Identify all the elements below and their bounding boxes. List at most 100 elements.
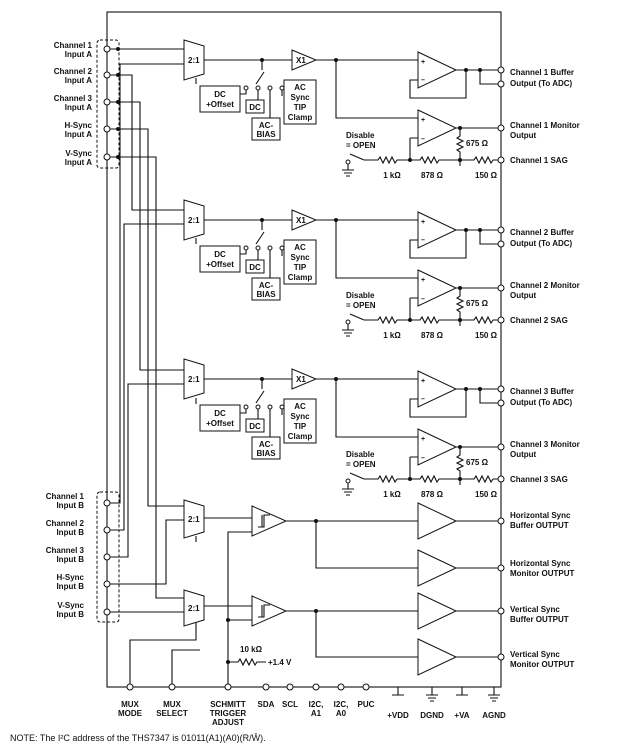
svg-text:+: + (421, 59, 425, 66)
pin-ch2-a (103, 71, 111, 79)
hsync-monitor-line2: Monitor OUTPUT (510, 569, 575, 578)
pin-i2c-a0-line2: A0 (336, 709, 347, 718)
vsync-monitor-pin (497, 653, 505, 661)
pin-ch3-a (103, 98, 111, 106)
ch1-dc-offset-line1: DC (214, 90, 226, 99)
input-b-4-line2: Input B (56, 582, 84, 591)
hsync-buffer-line2: Buffer OUTPUT (510, 521, 569, 530)
bottom-pins (126, 683, 500, 702)
ch1-dc-label: DC (249, 103, 261, 112)
hsync-monitor-line1: Horizontal Sync (510, 559, 571, 568)
pin-mux-select-line2: SELECT (156, 709, 188, 718)
input-b-wires (110, 63, 184, 613)
pin-mux-select-line1: MUX (163, 700, 181, 709)
ch1-buffer-pin (497, 66, 505, 74)
input-a-2-line1: Channel 2 (54, 67, 93, 76)
ch1-r3-label: 675 Ω (466, 139, 489, 148)
vsync-buffer-line2: Buffer OUTPUT (510, 615, 569, 624)
input-a-2-line2: Input A (65, 76, 92, 85)
hsync-mux-label: 2:1 (188, 515, 200, 524)
pull-resistor-label: 10 kΩ (240, 645, 263, 654)
ch1-monitor-amp (417, 109, 458, 147)
pin-schmitt-line1: SCHMITT (210, 700, 246, 709)
ch1-ac-bias-box (251, 117, 281, 141)
ch1-buffer-line1: Channel 1 Buffer (510, 68, 574, 77)
channel-1-block: 2:1 DC +Offset DC AC- BIAS AC Sync TIP C… (183, 39, 580, 180)
input-a-4-line2: Input A (65, 130, 92, 139)
input-b-4-line1: H-Sync (56, 573, 84, 582)
input-b-labels: Channel 1 Input B Channel 2 Input B Chan… (46, 492, 85, 619)
input-a-5-line1: V-Sync (65, 149, 92, 158)
pin-va: +VA (454, 711, 469, 720)
ch2-monitor-line2: Output (510, 291, 537, 300)
ch3-monitor-line1: Channel 3 Monitor (510, 440, 580, 449)
pin-vsync-a (103, 153, 111, 161)
hsync-monitor-pin (497, 564, 505, 572)
ch1-buffer-pin-2 (497, 80, 505, 88)
pin-mux-mode-line2: MODE (118, 709, 143, 718)
pin-ch2-b (103, 526, 111, 534)
vsync-buffer-line1: Vertical Sync (510, 605, 560, 614)
input-a-junctions (116, 47, 120, 159)
vsync-mux-label: 2:1 (188, 604, 200, 613)
ch1-disable-line1: Disable (346, 131, 375, 140)
ch1-monitor-line1: Channel 1 Monitor (510, 121, 580, 130)
pin-dgnd: DGND (420, 711, 444, 720)
pin-ch1-a (103, 45, 111, 53)
input-b-3-line1: Channel 3 (46, 546, 85, 555)
input-b-3-line2: Input B (56, 555, 84, 564)
vsync-monitor-amp (417, 638, 458, 676)
ch1-ac-clamp-line4: Clamp (288, 113, 313, 122)
sync-section: 2:1 2:1 10 kΩ +1.4 V (183, 499, 575, 687)
vsync-mux (183, 589, 205, 627)
svg-text:+: + (421, 117, 425, 124)
ch1-monitor-pin (497, 124, 505, 132)
pin-vsync-b (103, 608, 111, 616)
pin-schmitt-line3: ADJUST (212, 718, 244, 727)
ch1-r4-label: 150 Ω (475, 171, 498, 180)
hsync-mux (183, 499, 205, 539)
ch1-x1-buffer (291, 49, 318, 71)
input-b-2-line1: Channel 2 (46, 519, 85, 528)
input-a-5-line2: Input A (65, 158, 92, 167)
ch1-dc-offset-line2: +Offset (206, 100, 234, 109)
ch3-monitor-line2: Output (510, 450, 537, 459)
pin-sda: SDA (258, 700, 275, 709)
input-b-1-line1: Channel 1 (46, 492, 85, 501)
pin-i2c-a1-line2: A1 (311, 709, 322, 718)
input-a-wires (110, 48, 184, 599)
ch1-monitor-line2: Output (510, 131, 537, 140)
pin-vdd: +VDD (387, 711, 409, 720)
mux-mode-wire (129, 618, 197, 687)
mux-select-wire (171, 649, 200, 687)
vsync-buffer-amp (417, 592, 458, 630)
ch2-sag-label: Channel 2 SAG (510, 316, 568, 325)
ch3-buffer-line1: Channel 3 Buffer (510, 387, 574, 396)
ch1-sag-label: Channel 1 SAG (510, 156, 568, 165)
channel-2-labels: Channel 2 Buffer Output (To ADC) Channel… (505, 224, 605, 330)
ch2-monitor-line1: Channel 2 Monitor (510, 281, 580, 290)
ch1-ac-bias-line1: AC- (259, 121, 274, 130)
ch1-ac-clamp-line1: AC (294, 83, 306, 92)
hsync-buffer-amp (417, 502, 458, 540)
pin-hsync-b (103, 580, 111, 588)
hsync-schmitt (251, 505, 288, 537)
ch3-buffer-line2: Output (To ADC) (510, 398, 573, 407)
input-a-1-line1: Channel 1 (54, 41, 93, 50)
pin-ch3-b (103, 553, 111, 561)
ch1-x1-label: X1 (296, 56, 306, 65)
ch1-ac-clamp-line3: TIP (294, 103, 307, 112)
input-b-5-line1: V-Sync (57, 601, 84, 610)
input-b-1-line2: Input B (56, 501, 84, 510)
pin-i2c-a0-line1: I2C, (334, 700, 349, 709)
input-b-5-line2: Input B (56, 610, 84, 619)
pin-agnd: AGND (482, 711, 506, 720)
vsync-schmitt (251, 595, 288, 627)
svg-text:–: – (421, 136, 425, 143)
channel-3-labels: Channel 3 Buffer Output (To ADC) Channel… (505, 383, 605, 489)
input-a-labels: Channel 1 Input A Channel 2 Input A Chan… (54, 41, 93, 167)
ch1-disable-line2: = OPEN (346, 141, 376, 150)
vsync-monitor-line1: Vertical Sync (510, 650, 560, 659)
ch1-r2-label: 878 Ω (421, 171, 444, 180)
